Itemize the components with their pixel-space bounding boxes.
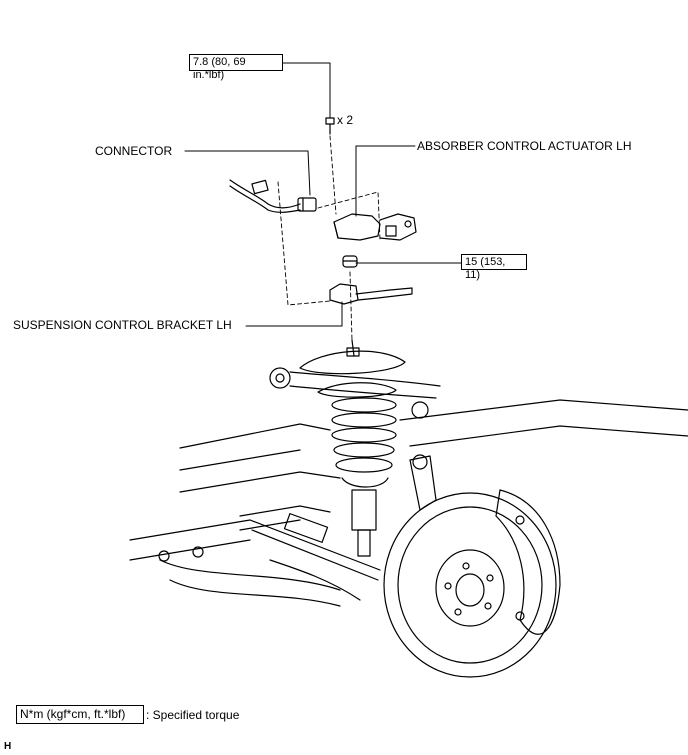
legend-text: : Specified torque [146, 708, 240, 722]
lower-control-arm [158, 546, 361, 607]
torque-spec-nut: 15 (153, 11) [461, 254, 527, 281]
corner-mark: H [4, 741, 12, 752]
absorber-control-actuator [333, 213, 417, 241]
bolt [325, 117, 335, 135]
brake-disc-hub [383, 454, 561, 678]
exploded-view-dashed-lines [277, 135, 381, 341]
suspension-control-bracket [329, 283, 413, 305]
connector-label: CONNECTOR [95, 144, 173, 158]
legend-torque-box: N*m (kgf*cm, ft.*lbf) [16, 705, 144, 724]
upper-control-arm [269, 367, 441, 419]
shock-absorber-coil-spring [299, 339, 406, 557]
connector-harness [229, 179, 317, 213]
tie-rod [249, 513, 381, 581]
legend-unit: N*m (kgf*cm, ft.*lbf) [20, 707, 126, 721]
vehicle-frame [129, 399, 688, 561]
actuator-label: ABSORBER CONTROL ACTUATOR LH [417, 139, 632, 153]
torque-spec-bolt: 7.8 (80, 69 in.*lbf) [189, 54, 283, 81]
bracket-label: SUSPENSION CONTROL BRACKET LH [13, 318, 232, 332]
torque-spec-bolt-text: 7.8 (80, 69 in.*lbf) [193, 56, 246, 81]
leader-lines [184, 62, 462, 327]
torque-spec-nut-text: 15 (153, 11) [465, 256, 506, 281]
nut [342, 255, 358, 268]
quantity-label: x 2 [337, 113, 354, 127]
